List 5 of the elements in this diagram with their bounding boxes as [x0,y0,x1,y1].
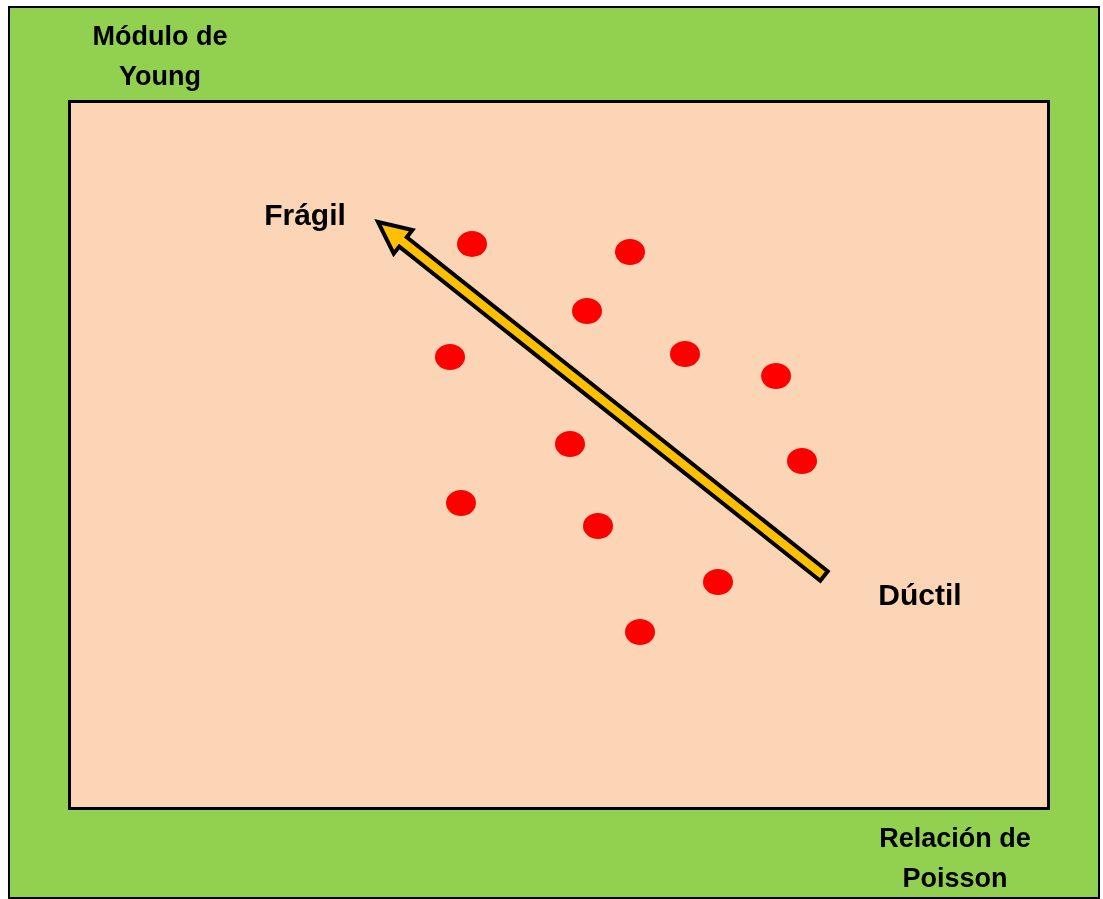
axis-label: Módulo de Young [91,20,229,93]
point-label: Frágil [250,198,360,232]
axis-label: Relación de Poisson [878,822,1032,895]
arrow [374,219,831,584]
point-label: Dúctil [860,578,980,612]
